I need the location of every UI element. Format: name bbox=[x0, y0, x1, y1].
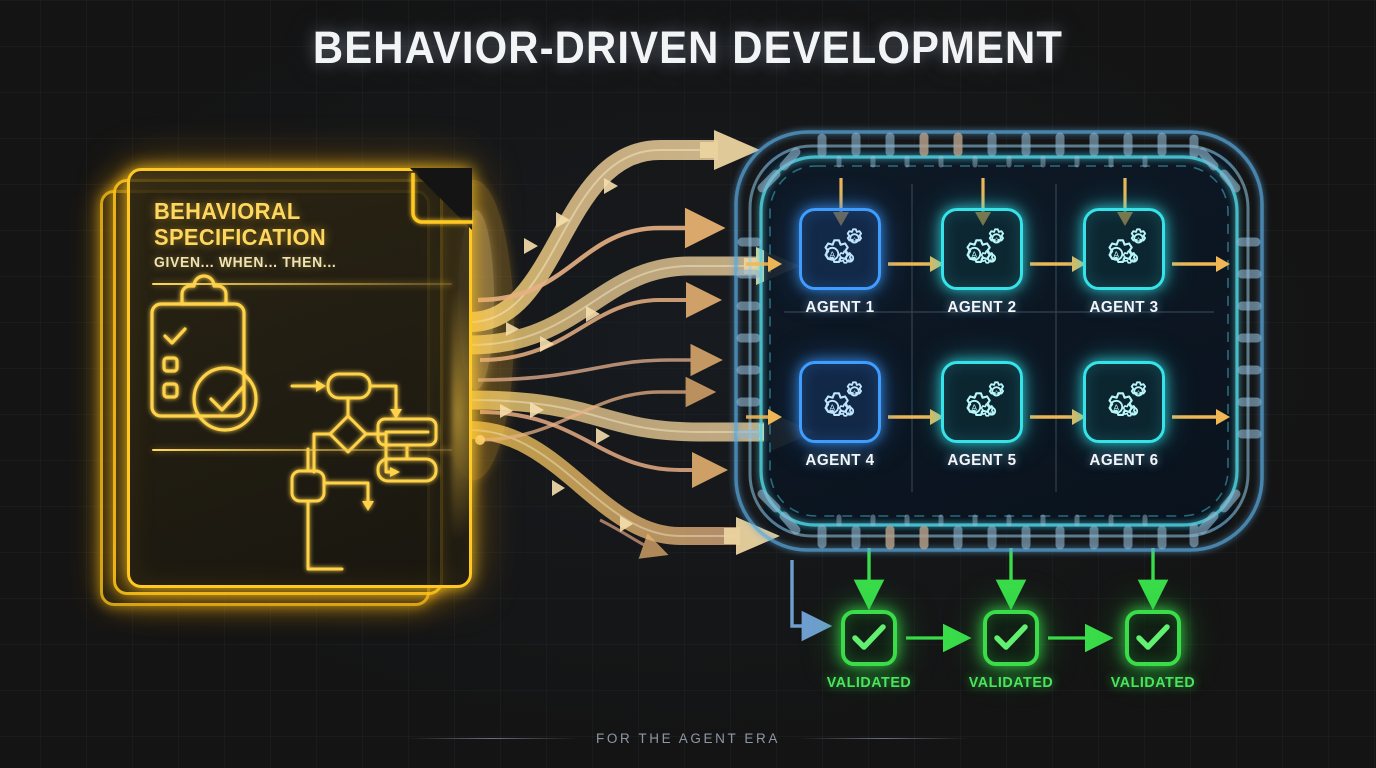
footer: FOR THE AGENT ERA bbox=[0, 731, 1376, 746]
gears-agent-icon: A A A bbox=[824, 228, 863, 264]
gears-agent-icon: A A A bbox=[824, 381, 863, 417]
svg-text:A: A bbox=[971, 403, 977, 413]
svg-text:A: A bbox=[994, 237, 999, 244]
behavioral-specification-document[interactable]: BEHAVIORAL SPECIFICATION GIVEN... WHEN..… bbox=[100, 168, 485, 612]
agent-box-5[interactable]: A A A bbox=[941, 361, 1023, 443]
svg-text:A: A bbox=[1136, 237, 1141, 244]
agent-box-1[interactable]: A A A bbox=[799, 208, 881, 290]
check-mark-icon bbox=[852, 624, 886, 650]
validated-cell-1[interactable]: VALIDATED bbox=[789, 610, 949, 691]
agent-box-2[interactable]: A A A bbox=[941, 208, 1023, 290]
page-title: BEHAVIOR-DRIVEN DEVELOPMENT bbox=[312, 22, 1064, 73]
agent-cell-4[interactable]: A A A AGENT 4 bbox=[760, 361, 920, 470]
document-title-line2: SPECIFICATION bbox=[154, 223, 327, 250]
svg-text:A: A bbox=[1132, 410, 1136, 416]
agent-label-6: AGENT 6 bbox=[1089, 452, 1159, 469]
svg-text:A: A bbox=[829, 250, 835, 260]
svg-text:A: A bbox=[1136, 390, 1141, 397]
agent-box-4[interactable]: A A A bbox=[799, 361, 881, 443]
svg-text:A: A bbox=[994, 390, 999, 397]
svg-text:A: A bbox=[848, 410, 852, 416]
gears-agent-icon: A A A bbox=[1108, 228, 1147, 264]
validated-box-2[interactable] bbox=[983, 610, 1039, 666]
agent-box-3[interactable]: A A A bbox=[1083, 208, 1165, 290]
document-title: BEHAVIORAL SPECIFICATION bbox=[154, 198, 392, 251]
agent-label-5: AGENT 5 bbox=[947, 452, 1017, 469]
agent-label-1: AGENT 1 bbox=[805, 299, 875, 316]
agent-cell-1[interactable]: A A A AGENT 1 bbox=[760, 208, 920, 317]
svg-text:A: A bbox=[829, 403, 835, 413]
agent-cell-3[interactable]: A A A AGENT 3 bbox=[1044, 208, 1204, 317]
document-subtitle: GIVEN... WHEN... THEN... bbox=[154, 255, 337, 271]
validated-label-1: VALIDATED bbox=[826, 674, 912, 691]
svg-text:A: A bbox=[1132, 257, 1136, 263]
svg-text:A: A bbox=[848, 257, 852, 263]
check-mark-icon bbox=[994, 624, 1028, 650]
agent-cell-5[interactable]: A A A AGENT 5 bbox=[902, 361, 1062, 470]
validated-cell-3[interactable]: VALIDATED bbox=[1073, 610, 1233, 691]
agent-label-4: AGENT 4 bbox=[805, 452, 875, 469]
gears-agent-icon: A A A bbox=[966, 228, 1005, 264]
document-sheet-front[interactable]: BEHAVIORAL SPECIFICATION GIVEN... WHEN..… bbox=[127, 168, 485, 588]
svg-text:A: A bbox=[1113, 250, 1119, 260]
agent-grid: A A A AGENT 1 bbox=[760, 208, 1240, 538]
gears-agent-icon: A A A bbox=[966, 381, 1005, 417]
validated-label-3: VALIDATED bbox=[1110, 674, 1196, 691]
agent-label-2: AGENT 2 bbox=[947, 299, 1017, 316]
gears-agent-icon: A A A bbox=[1108, 381, 1147, 417]
panel-frame bbox=[734, 130, 1264, 552]
document-contents bbox=[149, 173, 473, 580]
footer-rule-left bbox=[406, 738, 578, 739]
agent-cell-2[interactable]: A A A AGENT 2 bbox=[902, 208, 1062, 317]
document-divider-top bbox=[152, 283, 452, 285]
svg-text:A: A bbox=[990, 257, 994, 263]
svg-text:A: A bbox=[852, 237, 857, 244]
document-divider-bottom bbox=[152, 449, 452, 451]
validated-cell-2[interactable]: VALIDATED bbox=[931, 610, 1091, 691]
validated-box-3[interactable] bbox=[1125, 610, 1181, 666]
validation-results-row: VALIDATED VALIDATED VALIDATED bbox=[726, 598, 1272, 708]
document-edge-glow bbox=[451, 289, 485, 539]
svg-text:A: A bbox=[1113, 403, 1119, 413]
validated-label-2: VALIDATED bbox=[968, 674, 1054, 691]
validated-box-1[interactable] bbox=[841, 610, 897, 666]
footer-rule-right bbox=[797, 738, 970, 739]
footer-tagline: FOR THE AGENT ERA bbox=[596, 731, 780, 746]
svg-text:A: A bbox=[852, 390, 857, 397]
agent-cell-6[interactable]: A A A AGENT 6 bbox=[1044, 361, 1204, 470]
check-mark-icon bbox=[1136, 624, 1170, 650]
agent-label-3: AGENT 3 bbox=[1089, 299, 1159, 316]
svg-text:A: A bbox=[990, 410, 994, 416]
svg-text:A: A bbox=[971, 250, 977, 260]
agent-box-6[interactable]: A A A bbox=[1083, 361, 1165, 443]
agent-pipeline-panel: A A A AGENT 1 bbox=[726, 122, 1272, 560]
document-title-line1: BEHAVIORAL bbox=[154, 198, 301, 224]
